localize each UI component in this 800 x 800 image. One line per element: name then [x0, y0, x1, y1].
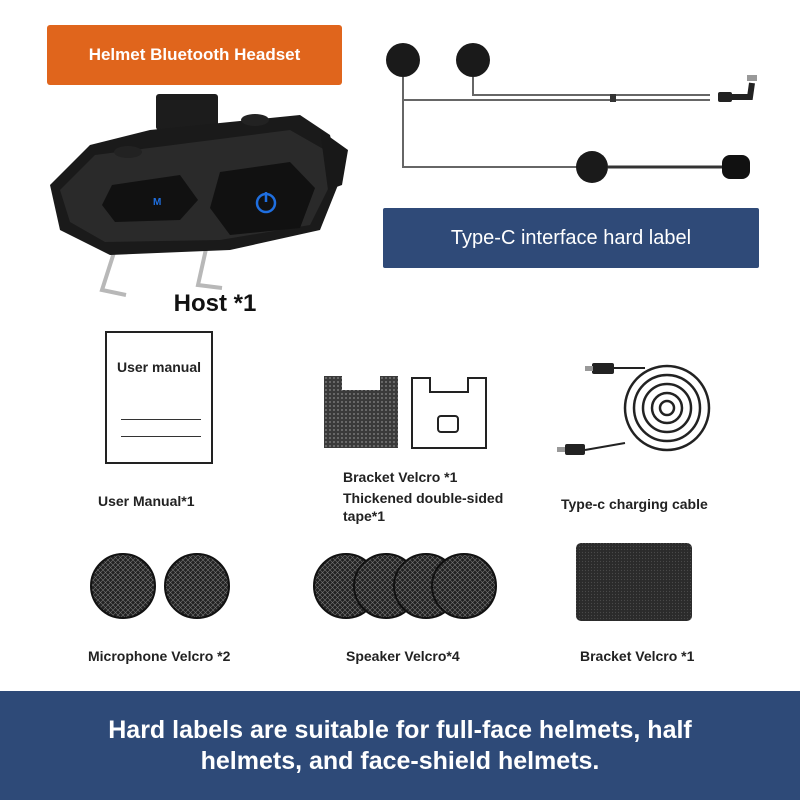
speaker-velcro-caption: Speaker Velcro*4 — [346, 648, 460, 664]
m-button-letter: M — [153, 197, 161, 208]
manual-line — [121, 436, 201, 437]
user-manual-card: User manual — [105, 331, 213, 464]
double-sided-tape-caption-cont: tape*1 — [343, 508, 386, 524]
typec-label-banner: Type-C interface hard label — [383, 208, 759, 268]
charging-cable-caption: Type-c charging cable — [561, 496, 708, 512]
compatibility-text: Hard labels are suitable for full-face h… — [108, 715, 692, 775]
host-label: Host *1 — [173, 290, 257, 317]
bracket-velcro-caption: Bracket Velcro *1 — [343, 469, 458, 485]
bracket-velcro-pad-caption: Bracket Velcro *1 — [580, 648, 695, 664]
microphone-velcro-caption: Microphone Velcro *2 — [88, 648, 231, 664]
manual-line — [121, 419, 201, 420]
double-sided-tape-caption: Thickened double-sided — [343, 490, 504, 506]
compatibility-banner: Hard labels are suitable for full-face h… — [0, 691, 800, 800]
typec-wire-harness-image — [386, 43, 757, 183]
headset-host-image: M — [50, 94, 348, 297]
product-title-badge: Helmet Bluetooth Headset — [47, 25, 342, 85]
bracket-velcro-pad-image — [576, 543, 692, 621]
charging-cable-image — [557, 363, 711, 455]
speaker-velcro-image — [313, 553, 497, 619]
bracket-velcro-tape-image — [324, 376, 487, 449]
manual-card-title: User manual — [116, 359, 202, 375]
microphone-velcro-image — [90, 553, 230, 619]
user-manual-caption: User Manual*1 — [98, 493, 195, 509]
